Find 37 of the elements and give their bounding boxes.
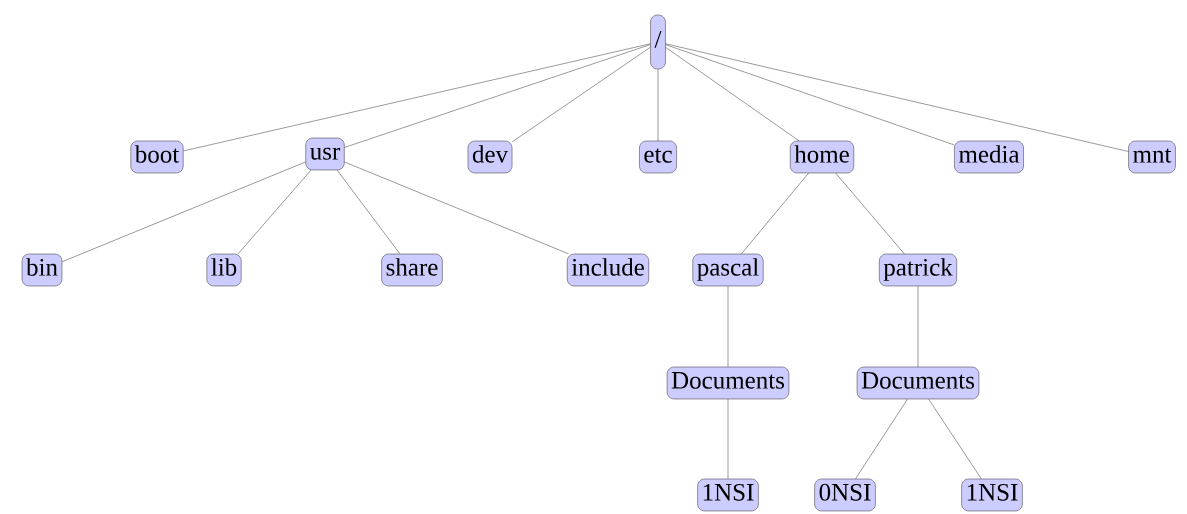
tree-line: [512, 47, 651, 142]
folder-box: Documents: [666, 366, 790, 400]
folder-box: boot: [130, 140, 184, 174]
tree-line: [727, 399, 729, 479]
tree-line: [237, 170, 312, 254]
tree-line: [657, 69, 659, 141]
tree-line: [727, 286, 729, 367]
folder-box: /: [650, 14, 666, 70]
tree-line: [344, 161, 569, 254]
tree-line: [835, 173, 905, 254]
folder-box: dev: [467, 140, 513, 174]
folder-box: 0NSI: [814, 478, 876, 512]
tree-line: [665, 43, 1129, 152]
tree-line: [336, 170, 401, 254]
folder-box: mnt: [1128, 140, 1176, 174]
tree-line: [928, 399, 982, 479]
folder-box: patrick: [879, 253, 957, 287]
folder-box: 1NSI: [961, 478, 1023, 512]
folder-box: lib: [206, 253, 242, 287]
tree-line: [344, 44, 651, 148]
folder-box: include: [567, 253, 649, 287]
tree-line: [665, 44, 955, 146]
tree-line: [741, 173, 809, 254]
folder-box: home: [790, 140, 854, 174]
tree-line: [665, 47, 800, 141]
folder-box: pascal: [692, 253, 764, 287]
folder-box: Documents: [856, 366, 980, 400]
tree-line: [855, 399, 908, 479]
tree-line: [917, 286, 919, 367]
folder-box: media: [954, 140, 1024, 174]
tree-line: [183, 43, 651, 152]
tree-line: [62, 161, 306, 262]
folder-box: etc: [639, 140, 677, 174]
folder-box: bin: [21, 253, 63, 287]
folder-box: share: [381, 253, 443, 287]
folder-box: 1NSI: [697, 478, 759, 512]
folder-box: usr: [305, 137, 345, 171]
